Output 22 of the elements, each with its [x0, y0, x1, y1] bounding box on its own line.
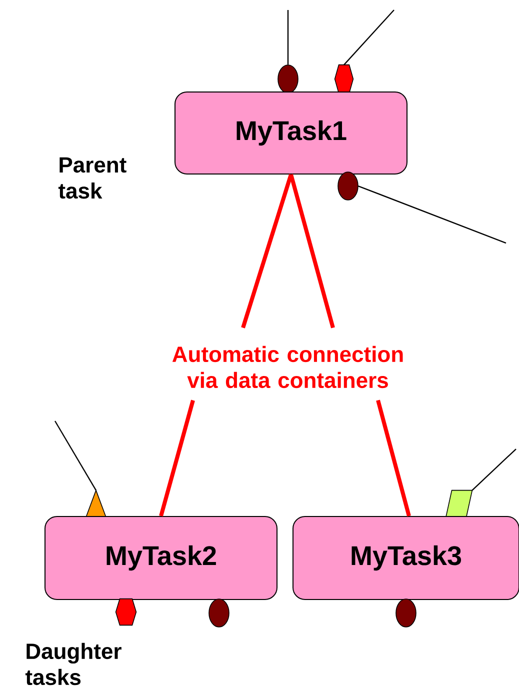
connection-label: Automatic connection via data containers: [172, 346, 403, 388]
side-label: Parent task: [58, 157, 126, 199]
port-line: [54, 420, 97, 491]
port-ellipse: [338, 172, 358, 200]
connection-line: [159, 400, 195, 517]
connection-line: [376, 400, 411, 517]
connection-line: [289, 174, 335, 328]
task-box: MyTask1: [174, 92, 408, 174]
port-ellipse: [208, 598, 230, 628]
port-ellipse: [278, 64, 298, 94]
port-hexagon: [334, 64, 354, 94]
port-line: [344, 10, 394, 66]
side-label: Daughter tasks: [25, 642, 122, 686]
port-ellipse: [396, 598, 416, 628]
port-parallelogram: [445, 490, 473, 518]
task-box: MyTask2: [44, 516, 278, 600]
port-hexagon: [115, 598, 137, 626]
port-line: [358, 185, 506, 244]
connection-line: [241, 174, 293, 328]
port-line: [287, 10, 289, 65]
port-line: [472, 448, 516, 491]
task-box: MyTask3: [292, 516, 519, 600]
